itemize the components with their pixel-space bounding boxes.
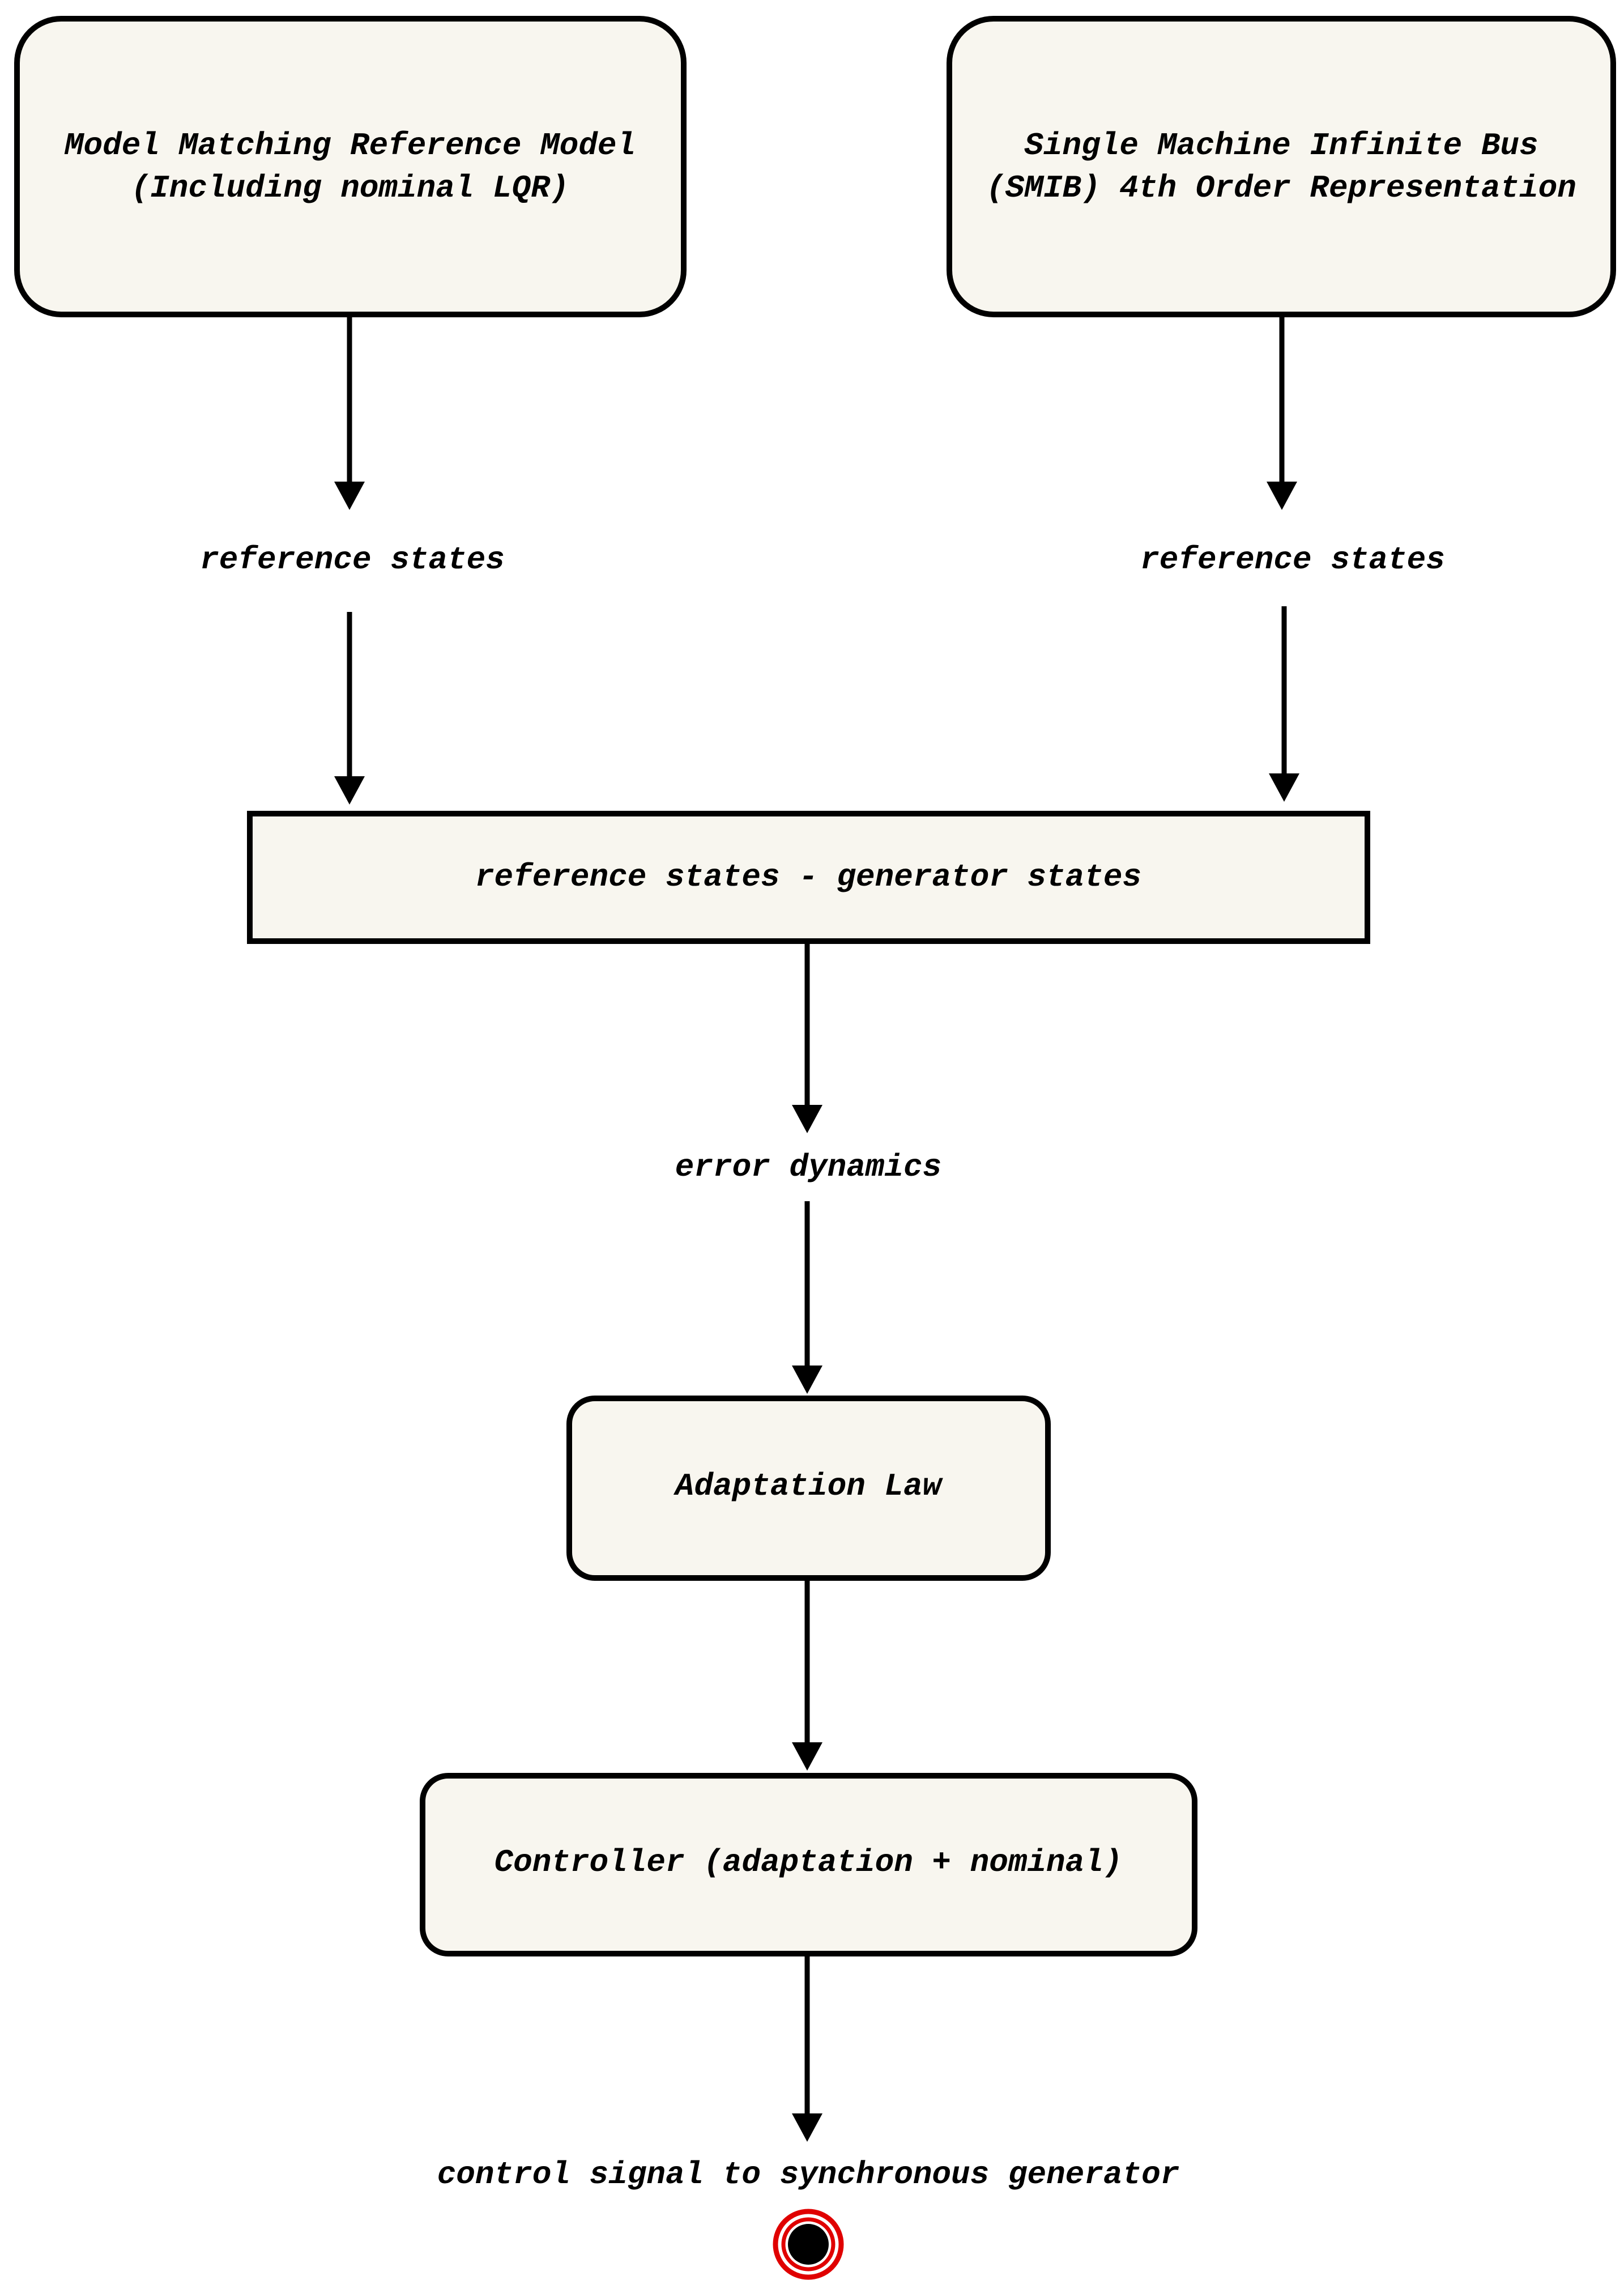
arrowhead-2 [1267, 482, 1297, 510]
node-smib-line-2: (SMIB) 4th Order Representation [986, 170, 1576, 206]
node-difference-label: reference states - generator states [475, 859, 1141, 895]
node-controller-label: Controller (adaptation + nominal) [495, 1844, 1123, 1881]
arrowhead-6 [792, 1366, 822, 1394]
label-control-signal: control signal to synchronous generator [437, 2156, 1180, 2193]
node-model-reference-line-2: (Including nominal LQR) [131, 170, 569, 206]
arrowhead-1 [334, 482, 365, 510]
label-error-dynamics: error dynamics [675, 1149, 941, 1185]
node-model-reference: Model Matching Reference Model (Includin… [14, 16, 687, 317]
node-difference: reference states - generator states [247, 811, 1370, 944]
node-model-reference-line-1: Model Matching Reference Model [64, 127, 636, 164]
edges [334, 317, 1299, 2142]
node-adaptation-law: Adaptation Law [566, 1396, 1051, 1581]
arrowhead-4 [1269, 773, 1299, 802]
node-controller: Controller (adaptation + nominal) [420, 1773, 1197, 1956]
end-node [773, 2209, 844, 2280]
arrowhead-8 [792, 2113, 822, 2142]
node-adaptation-law-label: Adaptation Law [674, 1468, 944, 1504]
arrowhead-3 [334, 776, 365, 805]
end-node-dot [788, 2224, 829, 2265]
arrowhead-7 [792, 1742, 822, 1771]
label-reference-states-left: reference states [200, 542, 505, 578]
end-node-inner-ring [781, 2217, 836, 2272]
end-node-outer-ring [773, 2209, 844, 2280]
label-reference-states-right: reference states [1140, 542, 1445, 578]
arrowhead-5 [792, 1105, 822, 1133]
node-smib: Single Machine Infinite Bus (SMIB) 4th O… [947, 16, 1616, 317]
node-smib-line-1: Single Machine Infinite Bus [1024, 127, 1538, 164]
